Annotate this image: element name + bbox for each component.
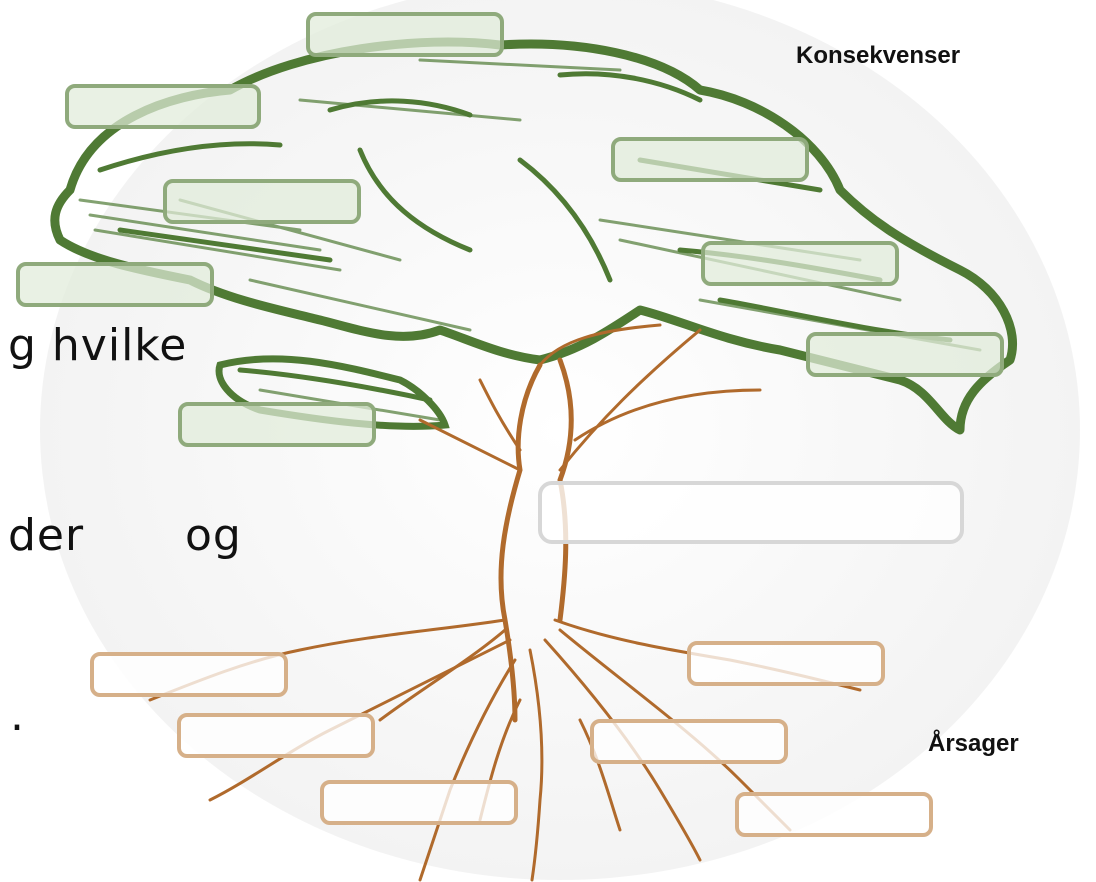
consequence-box-5[interactable]	[701, 241, 899, 286]
label-konsekvenser: Konsekvenser	[796, 42, 960, 70]
consequence-box-4[interactable]	[163, 179, 361, 224]
problem-box[interactable]	[538, 481, 964, 544]
cause-box-5[interactable]	[320, 780, 518, 825]
consequence-box-8[interactable]	[178, 402, 376, 447]
cause-box-2[interactable]	[687, 641, 885, 686]
cause-box-4[interactable]	[590, 719, 788, 764]
consequence-box-7[interactable]	[806, 332, 1004, 377]
consequence-box-6[interactable]	[16, 262, 214, 307]
cause-box-6[interactable]	[735, 792, 933, 837]
consequence-box-3[interactable]	[611, 137, 809, 182]
cause-box-3[interactable]	[177, 713, 375, 758]
background-text-line-3: og	[185, 510, 242, 561]
label-arsager: Årsager	[928, 730, 1019, 758]
consequence-box-1[interactable]	[306, 12, 504, 57]
background-text-line-2: der	[8, 510, 84, 561]
consequence-box-2[interactable]	[65, 84, 261, 129]
background-text-line-4: .	[10, 690, 25, 741]
background-text-line-1: g hvilke	[8, 320, 187, 371]
cause-box-1[interactable]	[90, 652, 288, 697]
